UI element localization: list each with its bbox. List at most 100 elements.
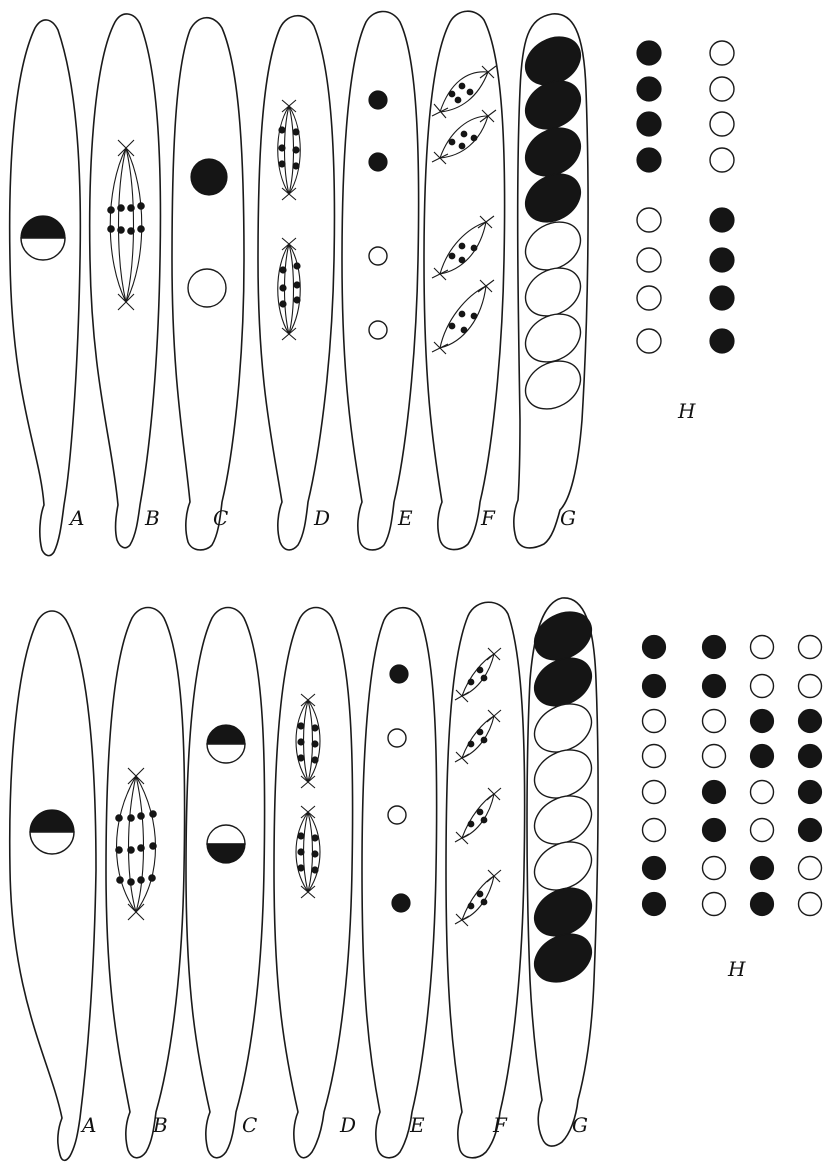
spindle — [278, 100, 301, 200]
spindle — [432, 110, 496, 164]
spore-white — [710, 112, 734, 136]
spore-white — [637, 329, 661, 353]
spore-white — [751, 819, 774, 842]
nucleus-light — [188, 269, 226, 307]
top-ascus-c: C — [172, 18, 244, 550]
ascus-label: A — [80, 1113, 96, 1137]
spindle — [455, 648, 501, 702]
ascus-outline — [446, 602, 525, 1158]
spore-white — [710, 148, 734, 172]
nucleus-dark-half — [21, 216, 65, 238]
ascus-label: C — [213, 506, 228, 530]
bottom-ascus-c: C — [186, 608, 265, 1158]
spore-black — [799, 710, 822, 733]
ascus-outline — [424, 11, 505, 549]
spore-white — [637, 248, 661, 272]
spore-black — [637, 41, 661, 65]
bottom-ascus-f: F — [446, 602, 525, 1158]
spore-white — [637, 208, 661, 232]
spore-white — [799, 675, 822, 698]
ascus-label: G — [560, 506, 576, 530]
spindle — [116, 768, 156, 920]
bottom-ascus-b: B — [106, 608, 185, 1158]
ascus-outline — [90, 14, 161, 548]
spindle — [432, 280, 494, 354]
ascus-label: E — [397, 506, 413, 530]
spore-black — [751, 857, 774, 880]
ascus-label: F — [492, 1113, 508, 1137]
bottom-ascus-g: G — [526, 598, 600, 1146]
nucleus-light-half — [30, 832, 74, 854]
nucleus-light — [369, 321, 387, 339]
nucleus-light-half — [207, 825, 245, 844]
ascus-label: B — [152, 1113, 168, 1137]
ascus-label: C — [242, 1113, 257, 1137]
spore-black — [703, 781, 726, 804]
nucleus-light-half — [207, 744, 245, 763]
spore-white — [643, 781, 666, 804]
ascus-outline — [10, 20, 81, 556]
nucleus-light — [369, 247, 387, 265]
bottom-ascus-d: D — [274, 608, 356, 1158]
ascus-label: D — [313, 506, 330, 530]
spindle — [296, 806, 320, 898]
top-figure: A B — [10, 11, 734, 555]
top-ascus-a: A — [10, 20, 85, 556]
spore-white — [637, 286, 661, 310]
spindle — [455, 870, 501, 926]
spore-white — [799, 857, 822, 880]
spore-black — [799, 819, 822, 842]
nucleus-dark — [392, 894, 410, 912]
spore-black — [643, 857, 666, 880]
spore-white — [703, 893, 726, 916]
spore-white — [710, 77, 734, 101]
spore-white — [703, 745, 726, 768]
spore-black — [637, 148, 661, 172]
spore-white — [799, 636, 822, 659]
ascus-label: F — [480, 506, 496, 530]
spore-black — [751, 745, 774, 768]
bottom-spore-pattern — [643, 636, 822, 916]
nucleus-dark — [191, 159, 227, 195]
spindle — [296, 694, 320, 788]
top-ascus-g: G — [514, 14, 589, 548]
spore-black — [637, 112, 661, 136]
ascus-outline — [186, 608, 265, 1158]
top-spore-pattern — [637, 41, 734, 353]
top-ascus-b: B — [90, 14, 161, 548]
spore-white — [703, 857, 726, 880]
spore-white — [751, 675, 774, 698]
bottom-ascus-a: A — [10, 611, 97, 1160]
nucleus-light — [388, 729, 406, 747]
spindle — [108, 140, 144, 310]
nucleus-dark — [390, 665, 408, 683]
spore-black — [637, 77, 661, 101]
pattern-label: H — [727, 957, 746, 981]
spore-white — [751, 636, 774, 659]
spore-white — [643, 745, 666, 768]
ascus-label: G — [572, 1113, 588, 1137]
spindle — [432, 66, 496, 118]
nucleus-light-half — [21, 238, 65, 260]
nucleus-light — [388, 806, 406, 824]
top-ascus-f: F — [424, 11, 505, 549]
spore-black — [703, 819, 726, 842]
spore-white — [703, 710, 726, 733]
nucleus-dark-half — [207, 844, 245, 863]
nucleus-dark-half — [30, 810, 74, 832]
spore-black — [710, 248, 734, 272]
ascus-outline — [10, 611, 96, 1160]
ascus-label: A — [68, 506, 84, 530]
spore-black — [643, 675, 666, 698]
ascus-label: B — [144, 506, 160, 530]
spore-black — [751, 710, 774, 733]
spores — [517, 27, 589, 418]
bottom-ascus-e: E — [362, 608, 437, 1158]
ascus-outline — [362, 608, 437, 1158]
spore-black — [643, 893, 666, 916]
spore-white — [643, 710, 666, 733]
nucleus-dark-half — [207, 725, 245, 744]
spore-white — [643, 819, 666, 842]
nucleus-dark — [369, 153, 387, 171]
